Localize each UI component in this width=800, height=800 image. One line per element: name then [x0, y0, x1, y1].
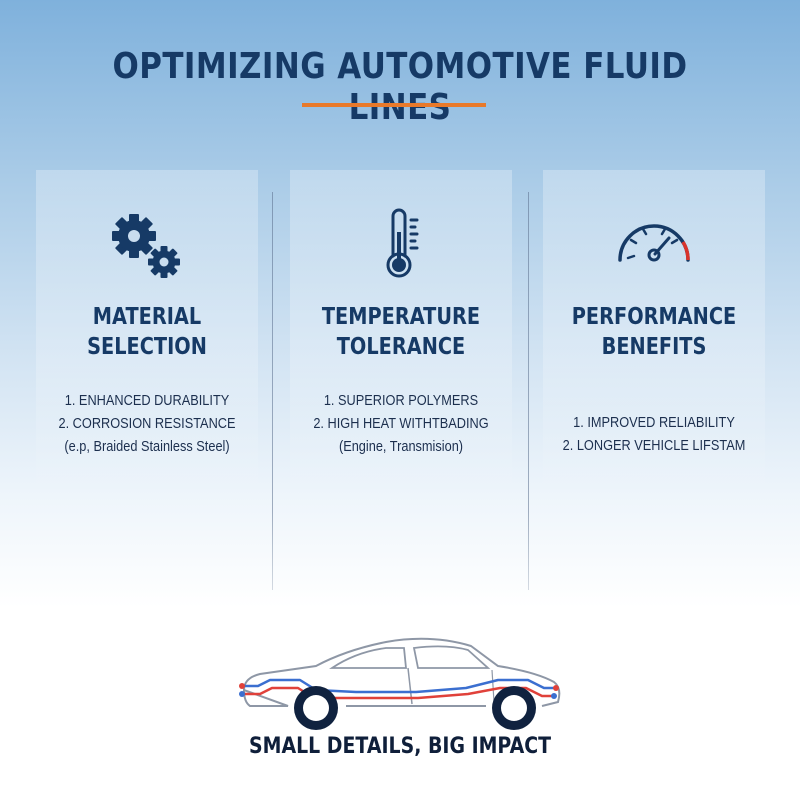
card-body: 1. IMPROVED RELIABILITY 2. LONGER VEHICL… — [548, 412, 761, 458]
card-line: (Engine, Transmision) — [338, 439, 464, 455]
card-performance-benefits: PERFORMANCE BENEFITS 1. IMPROVED RELIABI… — [543, 170, 765, 500]
card-title-line: TEMPERATURE — [321, 304, 481, 330]
card-body: 1. ENHANCED DURABILITY 2. CORROSION RESI… — [41, 390, 254, 459]
card-temperature-tolerance: TEMPERATURE TOLERANCE 1. SUPERIOR POLYME… — [290, 170, 512, 500]
card-title-line: BENEFITS — [601, 334, 707, 360]
card-title-line: MATERIAL — [92, 304, 202, 330]
tagline: SMALL DETAILS, BIG IMPACT — [248, 734, 552, 759]
card-title-line: PERFORMANCE — [571, 304, 737, 330]
card-line: 2. LONGER VEHICLE LIFSTAM — [562, 438, 746, 454]
title-underline — [302, 103, 486, 107]
card-body: 1. SUPERIOR POLYMERS 2. HIGH HEAT WITHTB… — [295, 390, 508, 459]
card-line: 1. ENHANCED DURABILITY — [64, 393, 230, 409]
card-line: 2. HIGH HEAT WITHTBADING — [313, 416, 489, 432]
card-title: MATERIAL SELECTION — [54, 302, 240, 362]
card-material-selection: MATERIAL SELECTION 1. ENHANCED DURABILIT… — [36, 170, 258, 500]
speedometer-icon — [543, 204, 765, 284]
column-divider — [528, 192, 529, 590]
card-title-line: SELECTION — [87, 334, 207, 360]
card-line: 2. CORROSION RESISTANCE — [58, 416, 236, 432]
card-line: (e.p, Braided Stainless Steel) — [64, 439, 230, 455]
card-title-line: TOLERANCE — [336, 334, 466, 360]
page-title: OPTIMIZING AUTOMOTIVE FLUID LINES — [112, 46, 688, 128]
car-fluid-lines-icon — [236, 628, 568, 734]
card-line: 1. SUPERIOR POLYMERS — [323, 393, 479, 409]
card-title: PERFORMANCE BENEFITS — [561, 302, 747, 362]
column-divider — [272, 192, 273, 590]
gears-icon — [36, 204, 258, 284]
card-line: 1. IMPROVED RELIABILITY — [573, 415, 735, 431]
card-title: TEMPERATURE TOLERANCE — [308, 302, 494, 362]
thermometer-icon — [290, 204, 512, 284]
